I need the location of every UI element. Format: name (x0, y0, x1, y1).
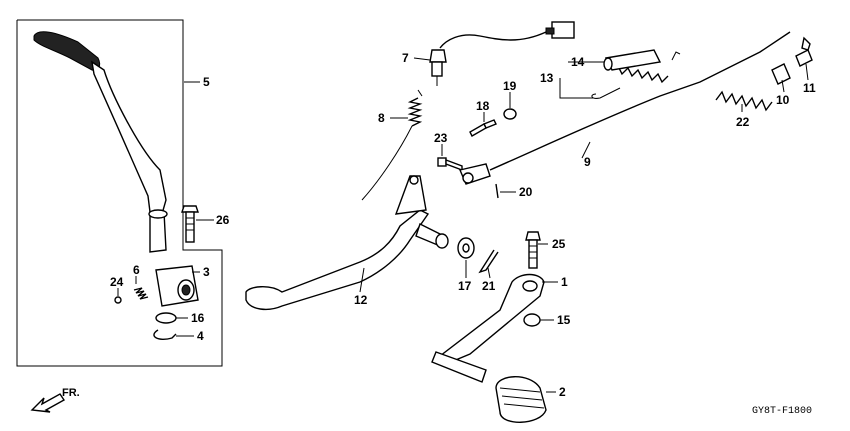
stop-switch-7 (429, 21, 575, 86)
shift-pedal-1 (431, 273, 545, 383)
label-part-25: 25 (552, 237, 566, 251)
front-direction-label: FR. (62, 387, 80, 399)
adjusting-nut-11 (795, 36, 813, 67)
label-part-5: 5 (203, 75, 210, 89)
cotter-pin-21 (478, 249, 499, 274)
label-part-6: 6 (133, 263, 140, 277)
label-part-1: 1 (561, 275, 568, 289)
pin-20 (495, 183, 499, 199)
label-part-14: 14 (571, 55, 585, 69)
label-part-16: 16 (191, 311, 205, 325)
label-part-21: 21 (482, 279, 496, 293)
label-part-11: 11 (803, 81, 816, 95)
label-part-3: 3 (203, 265, 210, 279)
spring-22 (715, 90, 773, 112)
nut-15 (523, 313, 541, 327)
label-part-15: 15 (557, 313, 571, 327)
kick-boss-3 (155, 265, 199, 307)
bracket-13 (559, 78, 594, 99)
bolt-26 (181, 205, 199, 243)
label-part-10: 10 (776, 93, 790, 107)
label-part-17: 17 (458, 279, 472, 293)
label-part-22: 22 (736, 115, 750, 129)
washer-16 (155, 312, 177, 324)
front-direction-arrow: FR. (30, 387, 80, 413)
nut-19 (503, 108, 517, 120)
label-part-9: 9 (584, 155, 591, 169)
brake-pedal-12 (245, 175, 449, 311)
label-part-24: 24 (110, 275, 124, 289)
pin-24 (114, 296, 122, 304)
brake-rod-9 (459, 31, 791, 185)
label-part-13: 13 (540, 71, 554, 85)
label-part-8: 8 (378, 111, 385, 125)
label-part-20: 20 (519, 185, 533, 199)
label-part-4: 4 (197, 329, 204, 343)
kick-starter-arm (33, 31, 168, 253)
spring-8 (361, 89, 423, 201)
spring-cover-14 (603, 49, 662, 71)
leader-lines (117, 57, 809, 393)
joint-10 (771, 63, 791, 85)
label-part-7: 7 (402, 51, 409, 65)
circlip-4 (153, 329, 177, 340)
label-part-19: 19 (503, 79, 517, 93)
washer-17 (457, 237, 475, 259)
label-part-12: 12 (354, 293, 368, 307)
group-bracket-kick (16, 19, 223, 367)
spring-6 (133, 287, 149, 300)
bolt-23 (437, 157, 463, 172)
label-part-26: 26 (216, 213, 230, 227)
label-part-23: 23 (434, 131, 448, 145)
bolt-18 (469, 119, 497, 137)
label-part-2: 2 (559, 385, 566, 399)
diagram-code: GY8T-F1800 (752, 406, 812, 417)
bolt-25 (525, 231, 541, 269)
shift-rubber-2 (495, 376, 547, 423)
label-part-18: 18 (476, 99, 490, 113)
brake-spring-13 (591, 51, 681, 99)
